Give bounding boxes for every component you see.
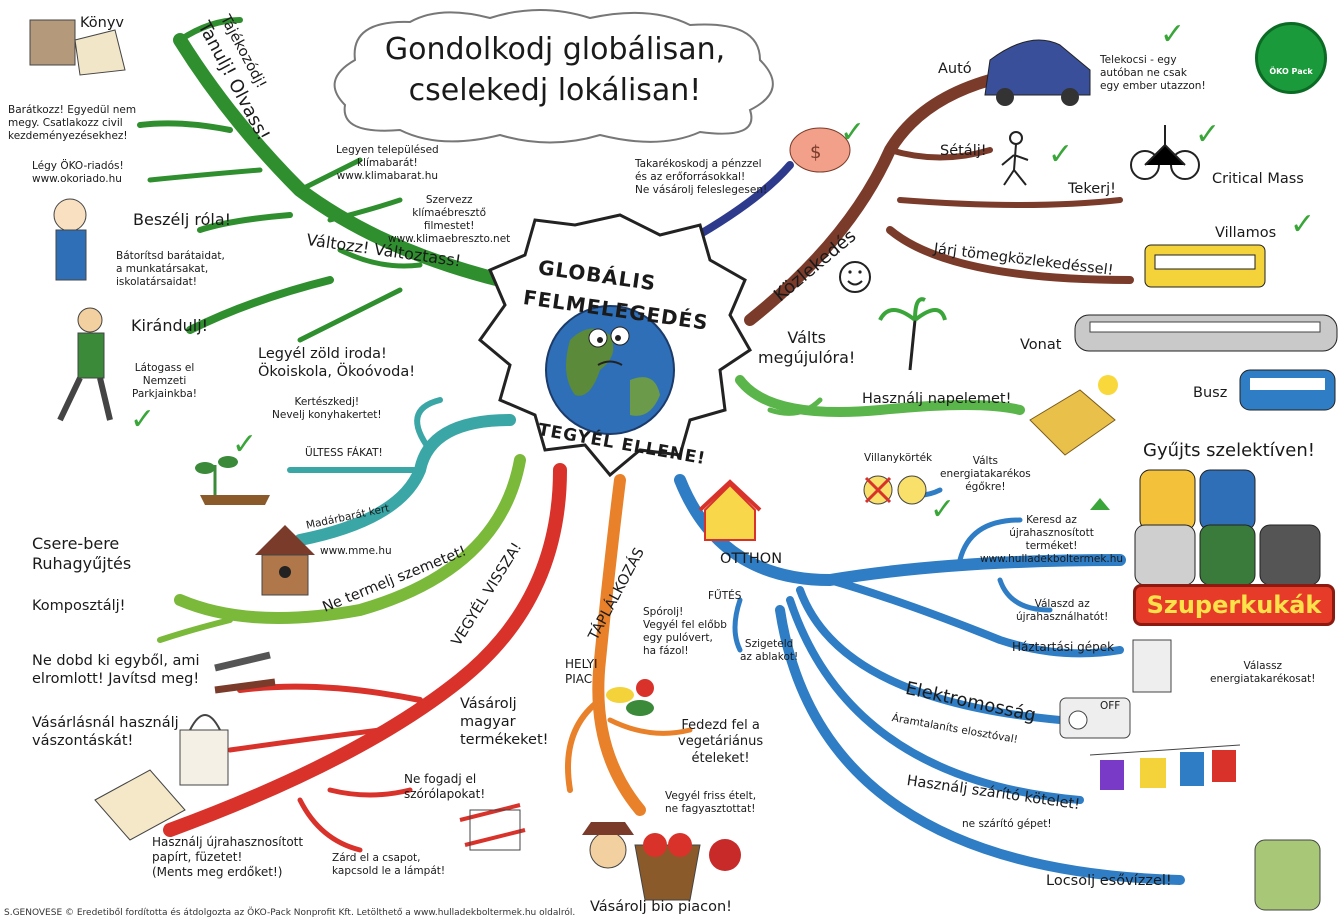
- walker-icon: [1001, 131, 1029, 186]
- label-heating: FŰTÉS: [708, 590, 742, 602]
- rain-barrel-icon: [1254, 839, 1321, 911]
- bins-icon: [1134, 469, 1321, 586]
- label-busz: Busz: [1193, 385, 1228, 401]
- svg-text:$: $: [810, 142, 821, 163]
- hiker-icon: [57, 307, 113, 422]
- check-icon: ✓: [1290, 207, 1316, 242]
- check-icon: ✓: [1048, 137, 1074, 172]
- label-tekerj: Tekerj!: [1068, 181, 1116, 197]
- label-trip-sub: Látogass el Nemzeti Parkjainkba!: [132, 362, 198, 401]
- label-konyv: Könyv: [80, 15, 125, 31]
- label-bio: Vásárolj bio piacon!: [590, 899, 732, 915]
- label-ebreszto: Szervezz klímaébresztő filmestet! www.kl…: [388, 194, 511, 246]
- flyers-icon: [459, 803, 526, 851]
- birdhouse-icon: [255, 525, 315, 596]
- seedling-icon: [195, 456, 270, 505]
- smiley-icon: [839, 261, 871, 293]
- label-bag: Vásárlásnál használj vászontáskát!: [32, 715, 179, 750]
- label-solar: Használj napelemet!: [862, 391, 1012, 407]
- title-line-1: Gondolkodj globálisan,: [384, 32, 726, 67]
- check-icon: ✓: [840, 115, 866, 150]
- check-icon: ✓: [1195, 117, 1221, 152]
- label-paper: Használj újrahasznosított papírt, füzete…: [152, 835, 304, 879]
- label-kukak: Szuperkukák: [1133, 584, 1335, 626]
- label-fresh: Vegyél friss ételt, ne fagyasztottat!: [665, 790, 757, 816]
- label-appliances: Háztartási gépek: [1012, 640, 1115, 654]
- bulbs-icon: [863, 475, 927, 505]
- car-icon: [984, 39, 1091, 106]
- label-otthon: OTTHON: [720, 551, 783, 567]
- bus-icon: [1239, 369, 1336, 411]
- check-icon: ✓: [930, 492, 956, 527]
- check-icon: ✓: [130, 402, 156, 437]
- label-kirandulj: Kirándulj!: [131, 316, 209, 335]
- label-villamos: Villamos: [1215, 225, 1277, 241]
- label-okoriado: Légy ÖKO-riadós! www.okoriado.hu: [32, 160, 124, 186]
- label-vonat: Vonat: [1020, 337, 1062, 353]
- label-renew: Válts megújulóra!: [758, 328, 856, 367]
- label-insulate: Szigeteld az ablakot!: [740, 638, 799, 664]
- check-icon: ✓: [1160, 17, 1186, 52]
- title-line-2: cselekedj lokálisan!: [408, 72, 702, 108]
- label-carpool: Telekocsi - egy autóban ne csak egy embe…: [1100, 54, 1206, 93]
- palm-icon: [878, 297, 947, 371]
- tools-icon: [214, 651, 276, 694]
- book-icon: [29, 19, 126, 76]
- label-bird-url: www.mme.hu: [320, 545, 392, 557]
- label-no-dryer: ne szárító gépet!: [962, 818, 1052, 830]
- label-market: HELYI PIAC: [565, 657, 598, 686]
- label-swap: Csere-bere Ruhagyűjtés: [32, 534, 132, 573]
- vegetables-icon: [606, 679, 654, 716]
- label-vegetarian: Fedezd fel a vegetáriánus ételeket!: [678, 718, 764, 766]
- label-sort: Gyűjts szelektíven!: [1143, 440, 1315, 461]
- check-icon: ✓: [232, 427, 258, 462]
- label-tap: Zárd el a csapot, kapcsold le a lámpát!: [332, 852, 446, 878]
- socket-icon: [1059, 697, 1131, 739]
- label-sweater: Spórolj! Vegyél fel előbb egy pulóvert, …: [643, 606, 727, 658]
- label-money: Takarékoskodj a pénzzel és az erőforráso…: [635, 158, 768, 197]
- recycle-icon: [1090, 498, 1110, 510]
- title: Gondolkodj globálisan, cselekedj lokális…: [350, 30, 760, 111]
- paper-stack-icon: [94, 769, 186, 841]
- clothesline-icon: [1089, 744, 1241, 790]
- fridge-icon: [1132, 639, 1172, 693]
- label-switch: Válts energiatakarékos égőkre!: [940, 455, 1031, 494]
- house-icon: [698, 479, 762, 541]
- farmer-icon: [582, 822, 634, 869]
- label-off: OFF: [1100, 700, 1121, 712]
- label-compost: Komposztálj!: [32, 598, 126, 614]
- label-auto: Autó: [938, 61, 972, 77]
- tomato-basket-icon: [634, 833, 741, 901]
- label-beszelj: Beszélj róla!: [133, 210, 232, 229]
- train-icon: [1074, 314, 1338, 352]
- label-klima: Legyen településed klímabarát! www.klima…: [336, 144, 439, 183]
- title-cloud: [333, 9, 774, 144]
- label-critical-mass: Critical Mass: [1212, 171, 1304, 187]
- label-join: Barátkozz! Egyedül nem megy. Csatlakozz …: [8, 104, 137, 143]
- label-choose: Válassz energiatakarékosat!: [1210, 660, 1316, 686]
- oko-pack-logo: ÖKO Pack: [1255, 22, 1327, 94]
- label-hungarian: Vásárolj magyar termékeket!: [460, 696, 549, 749]
- label-flyers: Ne fogadj el szórólapokat!: [404, 772, 486, 801]
- label-setalj: Sétálj!: [940, 143, 987, 159]
- label-trees: ÜLTESS FÁKAT!: [305, 447, 383, 459]
- label-bulbs: Villanykörték: [864, 452, 933, 464]
- label-repair: Ne dobd ki egyből, ami elromlott! Javíts…: [32, 653, 200, 688]
- piggy-bank-icon: $: [789, 127, 851, 173]
- tram-icon: [1144, 244, 1266, 288]
- label-kitchen: Kertészkedj! Nevelj konyhakertet!: [272, 396, 382, 422]
- bike-icon: [1130, 125, 1200, 180]
- label-recycled: Keresd az újrahasznosított terméket! www…: [980, 514, 1124, 566]
- tote-bag-icon: [179, 714, 229, 786]
- solar-panel-icon: [1029, 375, 1118, 456]
- label-office: Legyél zöld iroda! Ökoiskola, Ökoóvoda!: [258, 346, 416, 381]
- footer: S.GENOVESE © Eredetiből fordította és át…: [4, 908, 576, 918]
- person-icon: [53, 198, 87, 281]
- label-talk-sub: Bátorítsd barátaidat, a munkatársakat, i…: [116, 250, 225, 289]
- label-reusable: Válaszd az újrahasználhatót!: [1016, 598, 1109, 624]
- label-rain: Locsolj esővízzel!: [1046, 873, 1172, 889]
